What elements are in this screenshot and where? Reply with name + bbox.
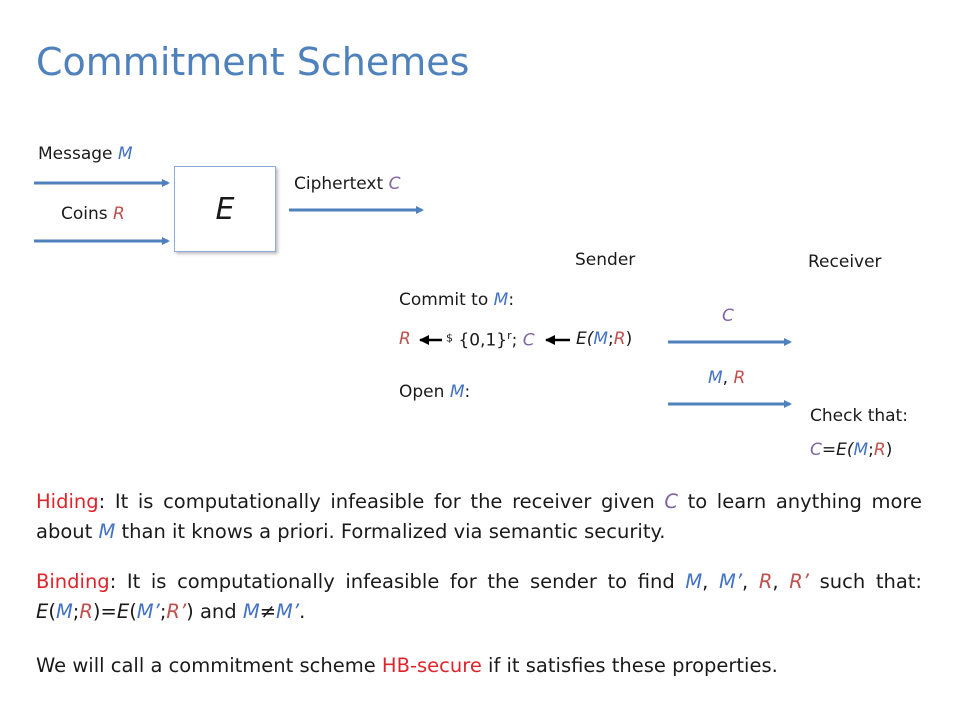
- encryption-expression: E(M;R): [576, 329, 633, 349]
- sender-label: Sender: [575, 250, 636, 270]
- random-sampling: $ {0,1}r; C: [446, 329, 535, 351]
- open-label: Open M:: [399, 382, 471, 402]
- commit-message: C: [722, 306, 734, 326]
- receiver-label: Receiver: [808, 252, 882, 272]
- check-expression: C=E(M;R): [810, 440, 893, 460]
- open-message: M, R: [708, 368, 746, 388]
- hiding-paragraph: Hiding: It is computationally infeasible…: [36, 490, 922, 543]
- encryption-box: E: [174, 166, 276, 252]
- binding-paragraph: Binding: It is computationally infeasibl…: [36, 570, 923, 623]
- commit-label: Commit to M:: [399, 290, 515, 310]
- ciphertext-label: Ciphertext C: [294, 174, 401, 194]
- hb-secure-paragraph: We will call a commitment scheme HB-secu…: [36, 654, 778, 677]
- message-label: Message M: [38, 144, 133, 164]
- r-var: R: [399, 329, 411, 349]
- check-label: Check that:: [810, 406, 908, 426]
- coins-label: Coins R: [61, 204, 125, 224]
- page-title: Commitment Schemes: [36, 40, 470, 84]
